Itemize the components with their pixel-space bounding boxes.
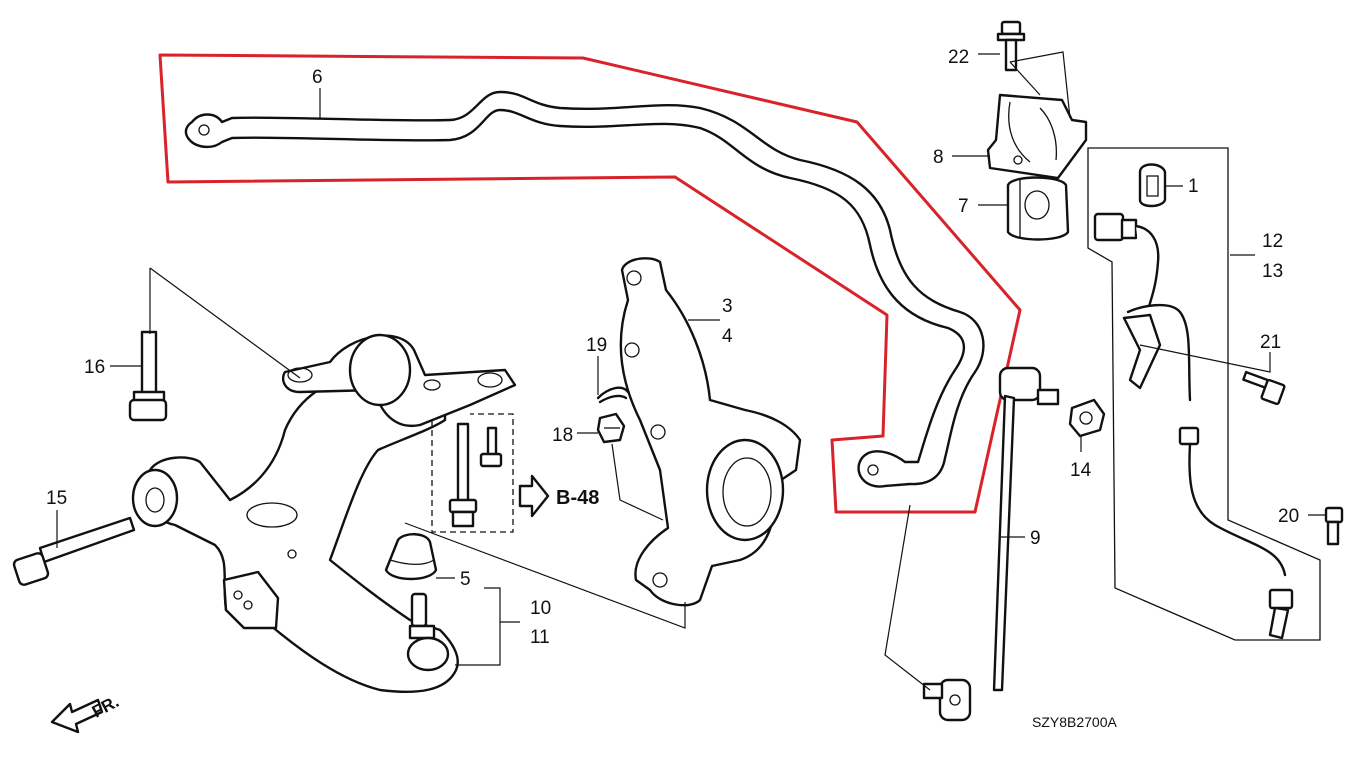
nut-14 [1068, 398, 1106, 438]
stabilizer-bar-highlight [158, 53, 1022, 514]
callout-10: 10 [530, 598, 551, 619]
callout-5: 5 [460, 569, 471, 590]
callout-19: 19 [586, 335, 607, 356]
callout-20: 20 [1278, 506, 1299, 527]
nut-18 [596, 412, 626, 444]
grommet-1 [1138, 163, 1167, 208]
callout-16: 16 [84, 357, 105, 378]
callout-15: 15 [46, 488, 67, 509]
callout-13: 13 [1262, 261, 1283, 282]
diagram-code: SZY8B2700A [1032, 714, 1117, 730]
callout-11: 11 [530, 627, 550, 648]
bolt-22 [996, 20, 1026, 72]
callout-21: 21 [1260, 332, 1281, 353]
ball-joint [406, 592, 450, 672]
leader-lines [56, 51, 1326, 691]
callout-22: 22 [948, 47, 969, 68]
callout-18: 18 [552, 425, 573, 446]
stabilizer-link [922, 366, 1060, 722]
stabilizer-bushing [1006, 176, 1070, 241]
bracket-bolts-group [431, 413, 514, 533]
callout-8: 8 [933, 147, 944, 168]
callout-6: 6 [312, 67, 323, 88]
front-label: FR. [89, 692, 122, 722]
callout-12: 12 [1262, 231, 1283, 252]
sensor-group-bracket [1087, 147, 1321, 641]
callout-4: 4 [722, 326, 733, 347]
front-arrow-icon [50, 698, 104, 734]
front-direction: FR. [50, 692, 122, 734]
stabilizer-holder [986, 93, 1088, 180]
reference-arrow [518, 474, 550, 518]
callout-1: 1 [1188, 176, 1199, 197]
callout-7: 7 [958, 196, 969, 217]
callout-14: 14 [1070, 460, 1092, 481]
wheel-speed-sensor [1093, 212, 1294, 640]
bolt-20 [1324, 506, 1344, 546]
knuckle [619, 257, 802, 607]
reference-label: B-48 [556, 487, 599, 509]
bolt-21 [1242, 370, 1286, 406]
bolt-16 [128, 330, 168, 422]
cotter-pin-19 [596, 386, 630, 404]
bolt-15 [12, 516, 136, 586]
callouts: 6 22 8 7 1 12 13 21 20 14 9 3 4 19 18 16… [46, 47, 1299, 648]
callout-3: 3 [722, 296, 733, 317]
lower-arm-bracket [281, 333, 517, 428]
stabilizer-bar [184, 90, 985, 488]
ball-joint-boot [384, 533, 438, 581]
bracket-bolts [448, 422, 503, 528]
lower-arm [131, 363, 459, 693]
callout-9: 9 [1030, 528, 1041, 549]
